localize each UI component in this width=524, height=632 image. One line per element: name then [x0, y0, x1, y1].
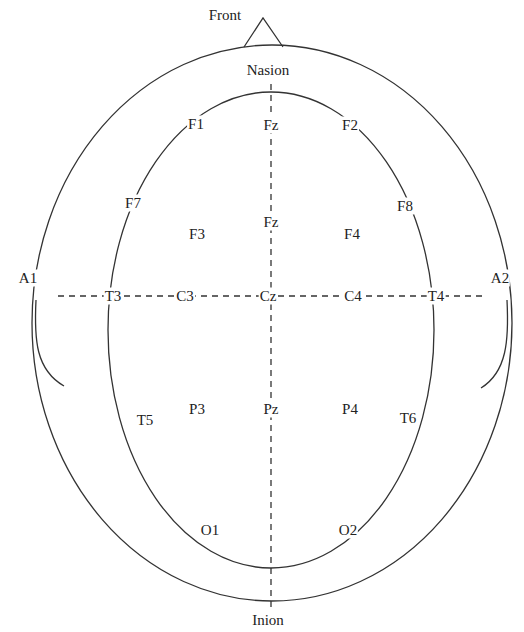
electrode-label: O1 [200, 522, 220, 539]
electrode-label: T5 [136, 412, 155, 429]
electrode-label: T3 [104, 288, 123, 305]
electrode-label: F2 [341, 117, 359, 134]
electrode-label: P3 [188, 401, 206, 418]
electrode-label: A2 [490, 270, 510, 287]
electrode-label: Nasion [246, 62, 291, 79]
electrode-label: Fz [263, 214, 280, 231]
electrode-label: F8 [396, 198, 414, 215]
left-ear [35, 300, 64, 386]
electrode-label: T6 [399, 410, 418, 427]
electrode-label: F1 [187, 116, 205, 133]
electrode-label: C4 [343, 288, 363, 305]
electrode-label: O2 [338, 522, 358, 539]
outer-head [32, 45, 512, 601]
sagittal-line [270, 84, 271, 608]
electrode-label: Fz [263, 117, 280, 134]
electrode-label: Pz [263, 401, 280, 418]
right-ear [481, 300, 508, 388]
electrode-label: P4 [341, 401, 359, 418]
electrode-label: F7 [124, 195, 142, 212]
electrode-label: Inion [251, 612, 285, 629]
electrode-label: Front [208, 7, 243, 24]
electrode-label: Cz [259, 288, 278, 305]
electrode-label: T4 [427, 288, 446, 305]
nose [244, 18, 283, 47]
electrode-label: C3 [175, 288, 195, 305]
electrode-label: A1 [18, 270, 38, 287]
electrode-label: F3 [188, 226, 206, 243]
electrode-label: F4 [343, 226, 361, 243]
